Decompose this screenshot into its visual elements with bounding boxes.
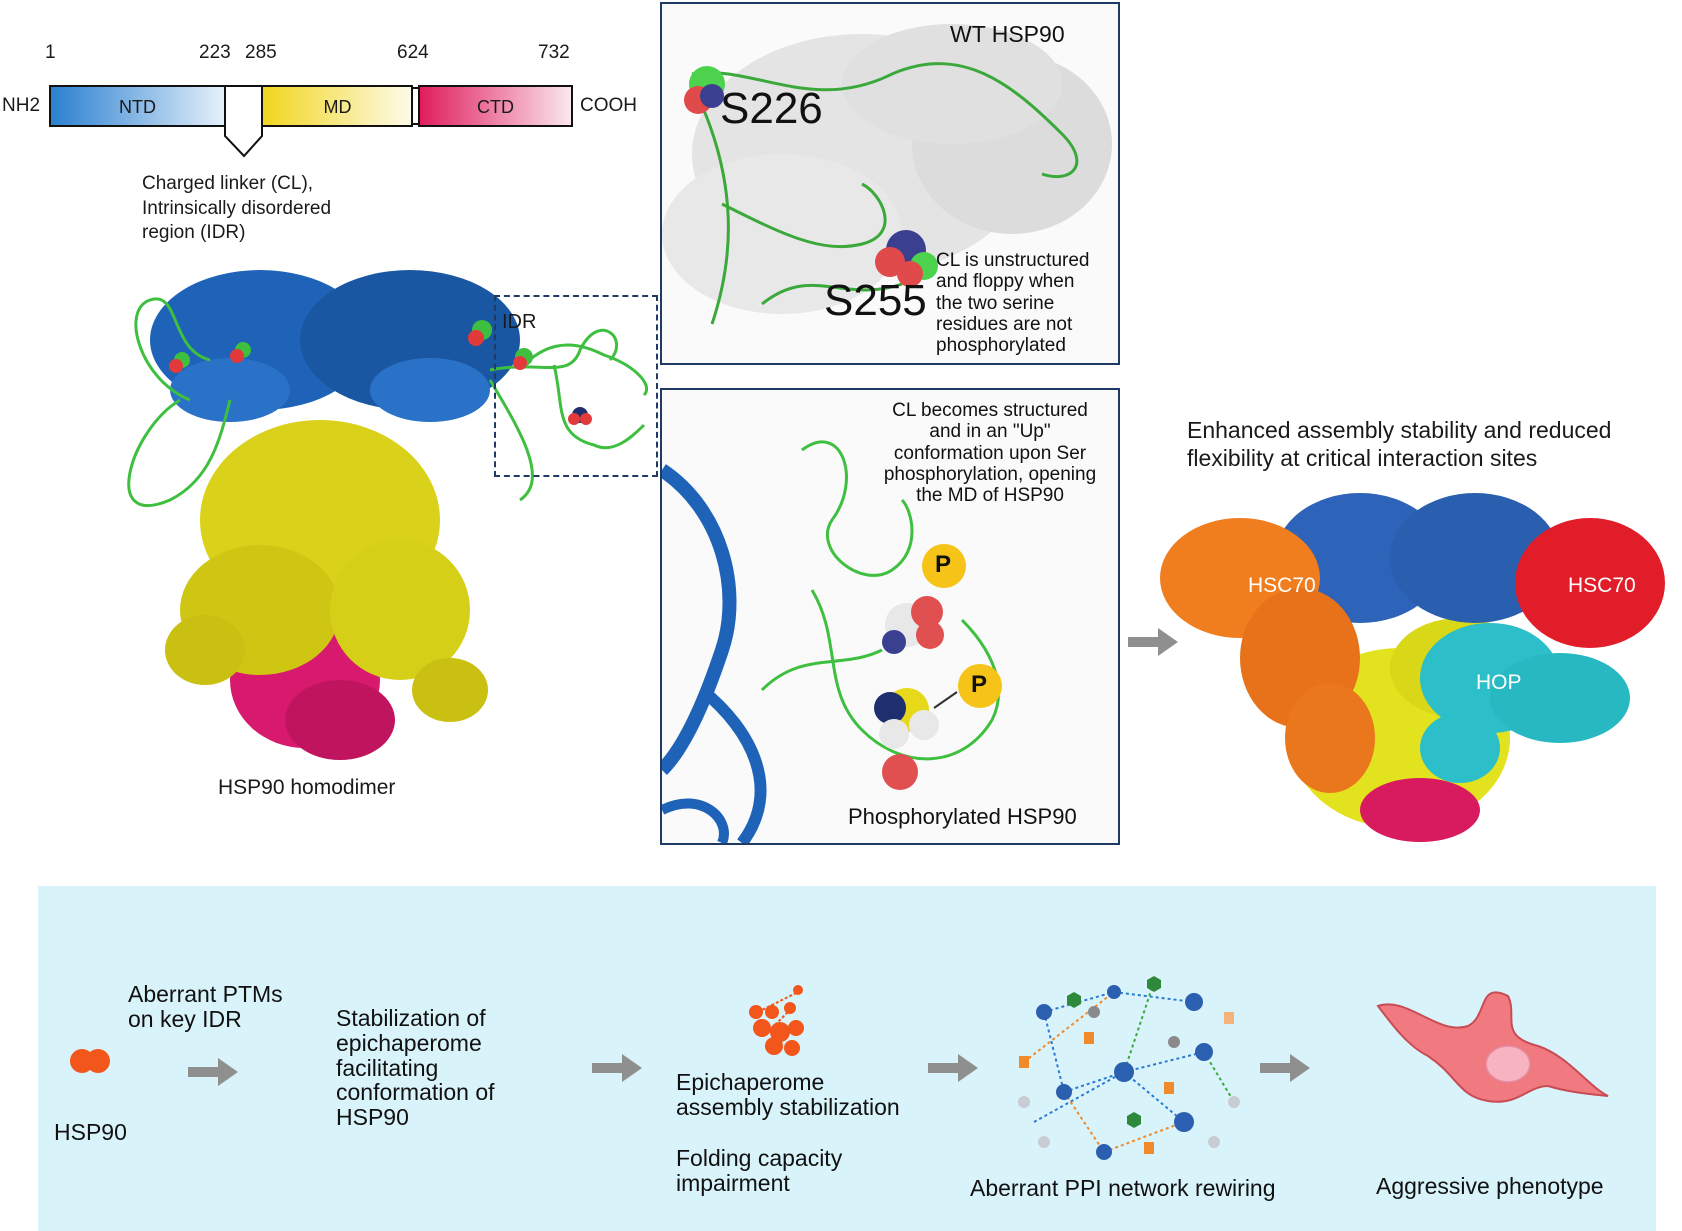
wt-panel-title: WT HSP90 <box>950 21 1065 47</box>
wt-panel-note: CL is unstructured and floppy when the t… <box>936 250 1089 356</box>
phospho-panel-note: CL becomes structured and in an "Up" con… <box>872 400 1108 506</box>
phospho-note-line: phosphorylation, opening <box>883 463 1097 485</box>
arrow-4-icon <box>1260 1054 1310 1082</box>
idr-label: IDR <box>502 311 537 333</box>
step1-line: Aberrant PTMs <box>128 981 283 1007</box>
residue-s255: S255 <box>824 276 927 325</box>
position-732: 732 <box>538 42 570 63</box>
phosphorylated-hsp90-panel: P P CL becomes structured and in an "Up"… <box>660 388 1120 845</box>
domain-bar-svg <box>49 85 573 158</box>
step3b-line: impairment <box>676 1169 790 1196</box>
position-1: 1 <box>45 42 56 63</box>
hsc70-right-label: HSC70 <box>1568 574 1636 597</box>
homodimer-caption: HSP90 homodimer <box>218 776 396 799</box>
assembly-title: Enhanced assembly stability and reduced … <box>1187 417 1611 472</box>
hop-label: HOP <box>1476 671 1522 694</box>
step3-line: Epichaperome <box>676 1069 825 1095</box>
hsp90-dimer-icon <box>70 1049 110 1073</box>
position-624: 624 <box>397 42 429 63</box>
step5-text: Aggressive phenotype <box>1376 1173 1604 1199</box>
linker-caption-line: region (IDR) <box>142 222 246 244</box>
ntd-label: NTD <box>119 97 156 117</box>
step4-text: Aberrant PPI network rewiring <box>970 1175 1276 1201</box>
wt-hsp90-panel: WT HSP90 S226 S255 CL is unstructured an… <box>660 2 1120 365</box>
step3-line: assembly stabilization <box>676 1093 900 1120</box>
assembly-svg <box>1160 493 1665 842</box>
step3-text: Epichaperome assembly stabilization <box>676 1070 900 1120</box>
ctd-domain <box>418 85 573 127</box>
residue-s226: S226 <box>720 84 823 133</box>
phospho-note-line: and in an "Up" <box>929 421 1051 443</box>
wt-note-line: phosphorylated <box>936 335 1066 357</box>
ppi-network-icon <box>1018 976 1240 1160</box>
wt-structure-svg <box>662 24 1112 325</box>
ntd-domain <box>49 85 226 127</box>
wt-note-line: the two serine <box>936 292 1055 314</box>
idr-zoom-box <box>494 295 658 477</box>
phospho-note-line: conformation upon Ser <box>893 442 1087 464</box>
step3b-line: Folding capacity <box>676 1145 843 1171</box>
phospho-p-1: P <box>935 551 952 578</box>
arrow-2-icon <box>592 1054 642 1082</box>
assembly-title-line: flexibility at critical interaction site… <box>1187 444 1538 471</box>
hsc70-left-label: HSC70 <box>1248 574 1316 597</box>
step2-line: Stabilization of <box>336 1005 486 1031</box>
charged-linker-shape <box>224 85 263 158</box>
linker-caption-line: Intrinsically disordered <box>142 197 332 219</box>
homodimer-svg <box>127 270 618 760</box>
position-285: 285 <box>245 42 277 63</box>
n-terminus-label: NH2 <box>2 95 41 116</box>
linker-caption-line: Charged linker (CL), <box>142 173 314 194</box>
step2-line: conformation of <box>336 1079 495 1106</box>
aggressive-cell-icon <box>1376 991 1609 1103</box>
arrow-1-icon <box>188 1058 238 1086</box>
position-223: 223 <box>199 42 231 63</box>
c-terminus-label: COOH <box>580 95 637 116</box>
idr-zoom-svg <box>513 343 648 450</box>
step3b-text: Folding capacity impairment <box>676 1146 842 1196</box>
step2-line: HSP90 <box>336 1104 409 1131</box>
ctd-label: CTD <box>477 97 514 117</box>
arrow-to-assembly-icon <box>1128 628 1178 656</box>
pathway-panel: HSP90 Aberrant PTMs on key IDR Stabiliza… <box>38 886 1656 1231</box>
wt-note-line: and floppy when <box>936 271 1075 293</box>
md-label: MD <box>323 97 352 117</box>
arrow-3-icon <box>928 1054 978 1082</box>
assembly-title-line: Enhanced assembly stability and reduced <box>1187 417 1612 443</box>
step1-text: Aberrant PTMs on key IDR <box>128 982 283 1032</box>
step2-line: facilitating <box>336 1054 439 1081</box>
wt-note-line: CL is unstructured <box>936 250 1090 271</box>
phospho-panel-caption: Phosphorylated HSP90 <box>848 804 1077 829</box>
step1-line: on key IDR <box>128 1005 242 1032</box>
step2-text: Stabilization of epichaperome facilitati… <box>336 1006 495 1130</box>
hsp90-label: HSP90 <box>54 1119 127 1145</box>
linker-caption: Charged linker (CL), Intrinsically disor… <box>142 172 331 246</box>
phospho-note-line: the MD of HSP90 <box>916 485 1064 507</box>
md-domain <box>261 85 413 127</box>
phospho-structure-svg <box>662 440 1002 843</box>
phospho-p-2: P <box>971 671 988 698</box>
step2-line: epichaperome <box>336 1029 482 1056</box>
epichaperome-cluster-icon <box>749 985 804 1056</box>
wt-note-line: residues are not <box>936 313 1073 335</box>
phospho-note-line: CL becomes structured <box>892 400 1088 421</box>
